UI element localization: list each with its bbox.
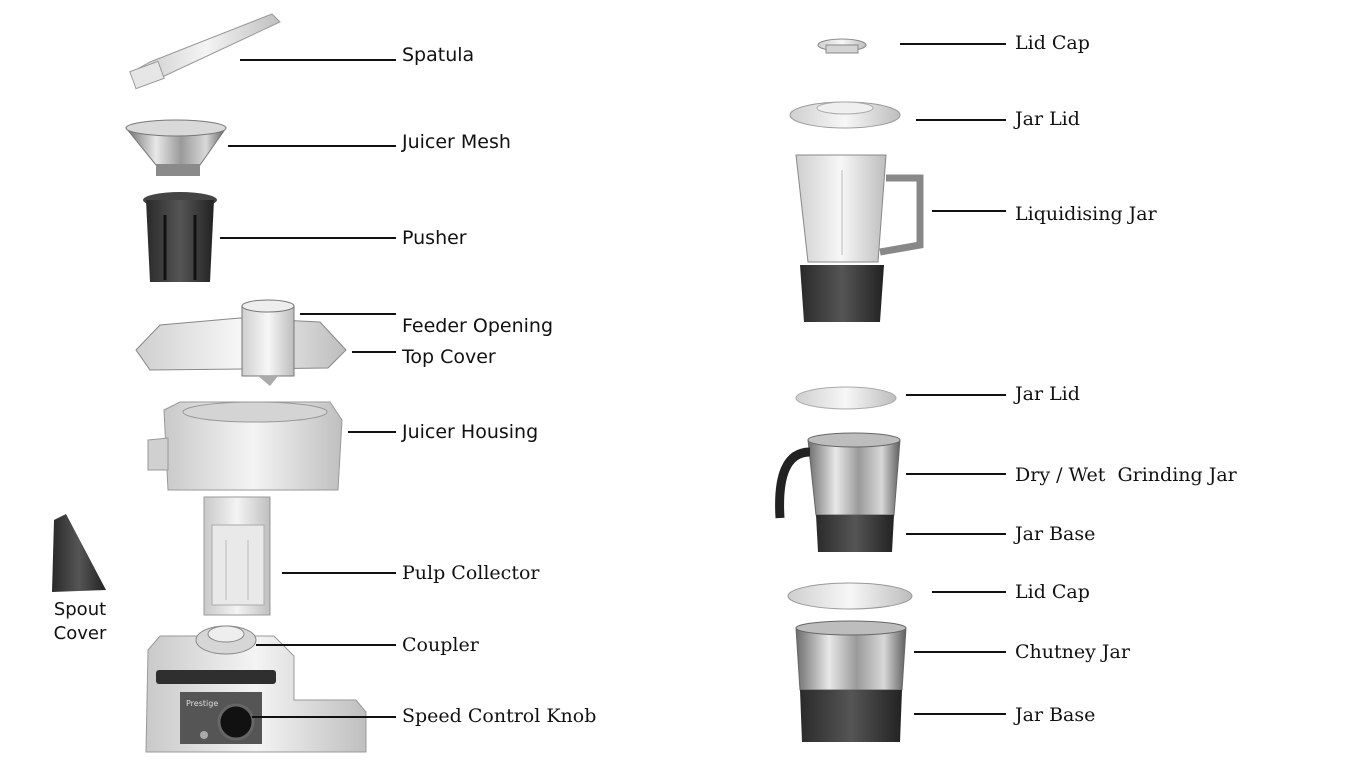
label-coupler: Coupler — [402, 634, 479, 656]
spatula-image — [130, 14, 280, 89]
label-lid-cap-2: Lid Cap — [1015, 581, 1090, 603]
chutney-jar-image — [796, 621, 906, 742]
lid-cap-image-2 — [788, 583, 912, 609]
leader-lines-right — [900, 44, 1006, 714]
pulp-collector-image — [204, 497, 270, 615]
label-feeder-opening: Feeder Opening — [402, 315, 553, 337]
lid-cap-image-1 — [818, 39, 866, 53]
spout-cover-image — [52, 514, 106, 592]
label-top-cover: Top Cover — [402, 346, 496, 368]
jar-lid-image-2 — [796, 387, 896, 409]
label-pulp-collector: Pulp Collector — [402, 562, 539, 584]
juicer-mesh-image — [126, 120, 226, 176]
label-dry-wet-grinding-jar: Dry / Wet Grinding Jar — [1015, 464, 1237, 486]
top-cover-image — [136, 300, 346, 386]
label-chutney-jar: Chutney Jar — [1015, 641, 1130, 663]
label-pusher: Pusher — [402, 227, 467, 249]
grinding-jar-image — [780, 433, 900, 552]
label-spout-cover-line2: Cover — [44, 622, 116, 646]
liquidising-jar-image — [796, 155, 920, 322]
label-jar-base-2: Jar Base — [1015, 704, 1095, 726]
label-liquidising-jar: Liquidising Jar — [1015, 203, 1157, 225]
juicer-housing-image — [148, 402, 342, 490]
label-jar-lid-1: Jar Lid — [1015, 108, 1080, 130]
label-juicer-housing: Juicer Housing — [402, 421, 538, 443]
label-juicer-mesh: Juicer Mesh — [402, 131, 511, 153]
label-lid-cap-1: Lid Cap — [1015, 32, 1090, 54]
label-spout-cover-line1: Spout — [44, 598, 116, 622]
jar-lid-image-1 — [790, 102, 900, 128]
label-spatula: Spatula — [402, 44, 474, 66]
leader-lines-left — [220, 60, 396, 717]
brand-badge: Prestige — [186, 699, 218, 708]
pusher-image — [143, 192, 217, 282]
label-jar-base-1: Jar Base — [1015, 523, 1095, 545]
label-jar-lid-2: Jar Lid — [1015, 383, 1080, 405]
label-spout-cover: Spout Cover — [44, 598, 116, 646]
label-speed-control-knob: Speed Control Knob — [402, 705, 596, 727]
